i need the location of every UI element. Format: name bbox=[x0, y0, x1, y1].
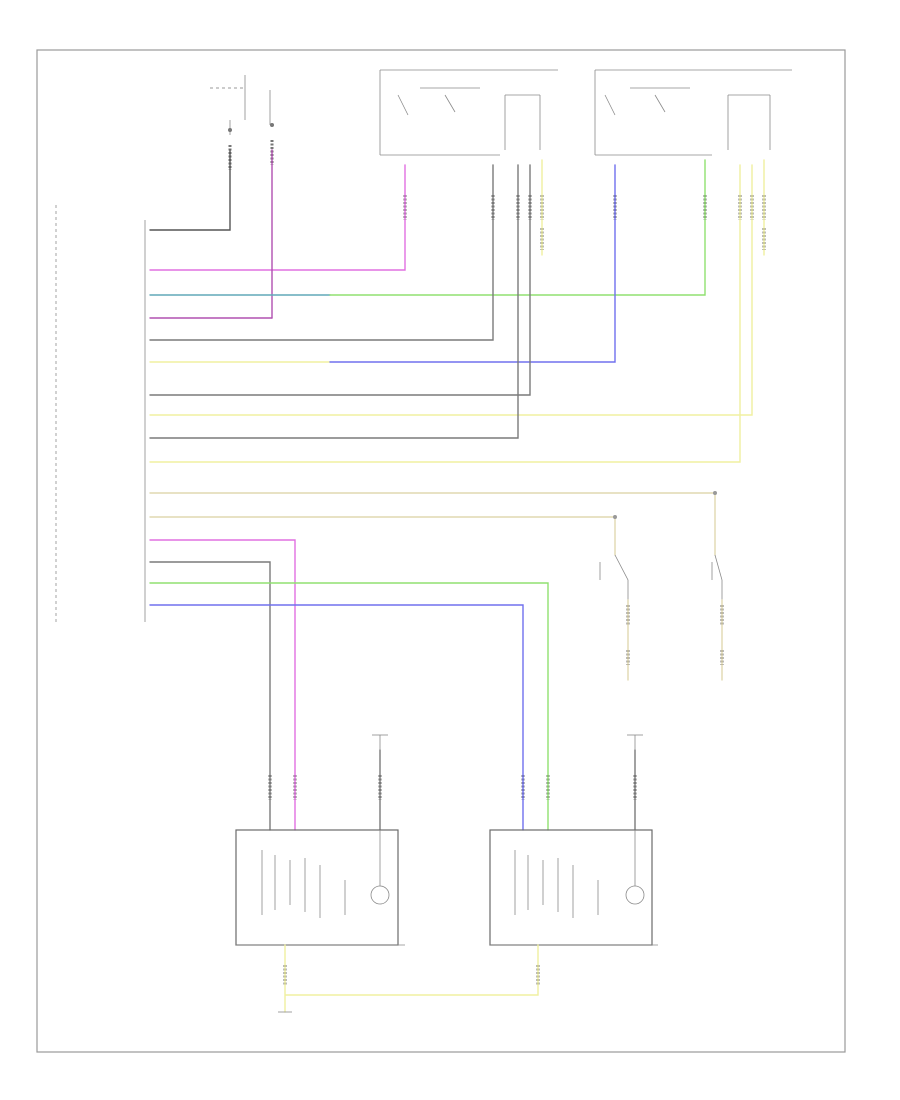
wire-gray-driver-2 bbox=[149, 164, 531, 396]
wire-pink-driver-motor bbox=[149, 539, 296, 831]
wire-yellow-passenger-2 bbox=[149, 164, 741, 463]
wire-green-passenger-motor bbox=[149, 582, 549, 831]
wire-gray-driver-3 bbox=[149, 164, 519, 439]
driver-window-motor bbox=[235, 829, 405, 946]
door-ajar-wires bbox=[149, 491, 723, 681]
wire-green-passenger bbox=[329, 159, 706, 296]
wire-black-ignition bbox=[149, 149, 231, 231]
passenger-window-switch-assembly bbox=[594, 69, 792, 156]
wire-tan-door-1 bbox=[149, 492, 716, 556]
diagram-frame bbox=[36, 49, 846, 1053]
driver-window-switch-assembly bbox=[379, 69, 558, 156]
wire-yellow-ground bbox=[284, 944, 539, 1013]
connector-blocks bbox=[228, 140, 766, 985]
ignition-switch bbox=[210, 75, 274, 135]
lower-harness-wires bbox=[149, 539, 636, 831]
motor-ground-link bbox=[278, 944, 539, 1013]
wire-tan-door-2 bbox=[149, 516, 616, 556]
wire-blue-passenger bbox=[329, 164, 616, 363]
wire-gray-driver-1 bbox=[149, 164, 494, 341]
wire-yellow-passenger-1 bbox=[149, 164, 753, 416]
upper-harness-wires bbox=[149, 149, 765, 463]
wire-blue-passenger-motor bbox=[149, 604, 524, 831]
power-supply-markers bbox=[372, 734, 643, 750]
wire-pink-driver-switch bbox=[149, 164, 406, 271]
wire-gray-driver-motor bbox=[149, 561, 271, 831]
passenger-window-motor bbox=[489, 829, 658, 946]
